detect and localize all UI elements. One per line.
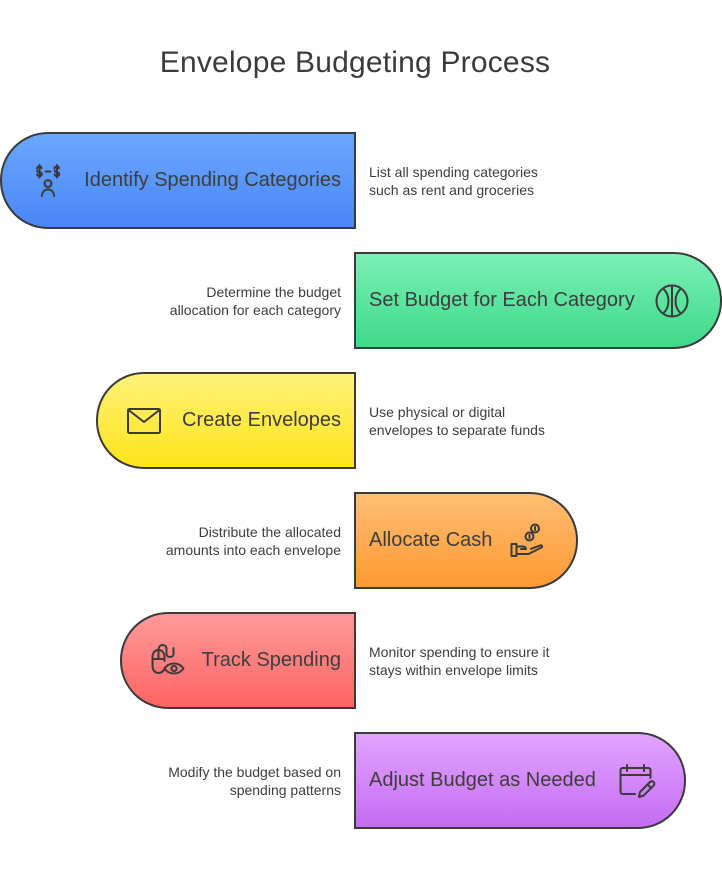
- calendar-edit-icon: [616, 761, 656, 801]
- step-description: List all spending categories such as ren…: [369, 164, 538, 198]
- diagram-title: Envelope Budgeting Process: [159, 46, 551, 79]
- step-label: Track Spending: [201, 649, 341, 671]
- step-identify-spending-categories: Identify Spending Categories: [0, 132, 356, 229]
- step-description: Use physical or digital envelopes to sep…: [369, 404, 545, 438]
- money-person-icon: [28, 161, 68, 201]
- step-allocate-cash: Allocate Cash: [354, 492, 578, 589]
- envelope-icon: [124, 401, 164, 441]
- step-track-spending: Track Spending: [120, 612, 356, 709]
- step-description: Distribute the allocated amounts into ea…: [165, 524, 341, 558]
- step-set-budget: Set Budget for Each Category: [354, 252, 722, 349]
- coins-hand-icon: [508, 521, 548, 561]
- step-label: Allocate Cash: [369, 529, 493, 551]
- step-label: Create Envelopes: [182, 409, 341, 431]
- step-label: Set Budget for Each Category: [369, 289, 635, 311]
- ball-icon: [652, 281, 692, 321]
- step-description: Determine the budget allocation for each…: [169, 284, 341, 318]
- step-description: Modify the budget based on spending patt…: [168, 764, 341, 798]
- step-label: Adjust Budget as Needed: [369, 769, 596, 791]
- step-adjust-budget: Adjust Budget as Needed: [354, 732, 686, 829]
- mouse-eye-icon: [148, 641, 188, 681]
- step-create-envelopes: Create Envelopes: [96, 372, 356, 469]
- step-description: Monitor spending to ensure it stays with…: [369, 644, 550, 678]
- step-label: Identify Spending Categories: [84, 169, 341, 191]
